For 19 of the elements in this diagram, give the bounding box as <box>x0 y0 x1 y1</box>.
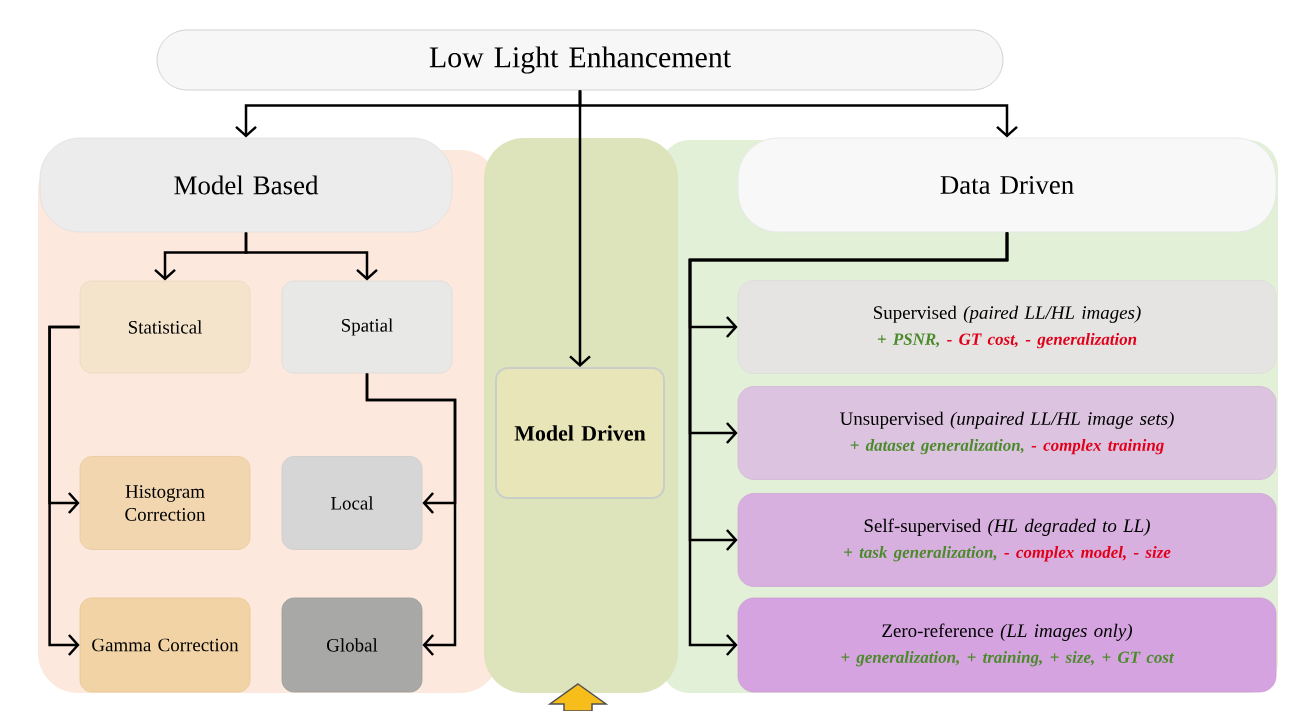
category-pill: Data Driven <box>737 137 1277 233</box>
method-box: Gamma Correction <box>79 597 251 693</box>
learning-box: Unsupervised (unpaired LL/HL image sets) + dataset generalization, - complex training <box>737 386 1277 480</box>
method-box: Global <box>281 597 423 693</box>
learning-box: Supervised (paired LL/HL images) + PSNR, - GT cost, - generalization <box>737 280 1277 374</box>
arrow <box>48 325 80 656</box>
arrow <box>244 232 378 281</box>
category-box: Model Driven <box>495 367 665 499</box>
category-pill: Model Based <box>39 137 453 233</box>
method-box: Spatial <box>281 280 453 374</box>
title-pill: Low Light Enhancement <box>156 29 1004 91</box>
method-box: Local <box>281 456 423 550</box>
arrow <box>365 373 457 656</box>
arrow <box>578 90 1018 138</box>
arrow <box>688 232 1009 656</box>
method-box: Statistical <box>79 280 251 374</box>
learning-box: Self-supervised (HL degraded to LL) + task generalization, - complex model, - size <box>737 493 1277 587</box>
learning-box: Zero-reference (LL images only) + generalization, + training, + size, + GT cost <box>737 597 1277 693</box>
method-box: Histogram Correction <box>79 456 251 550</box>
